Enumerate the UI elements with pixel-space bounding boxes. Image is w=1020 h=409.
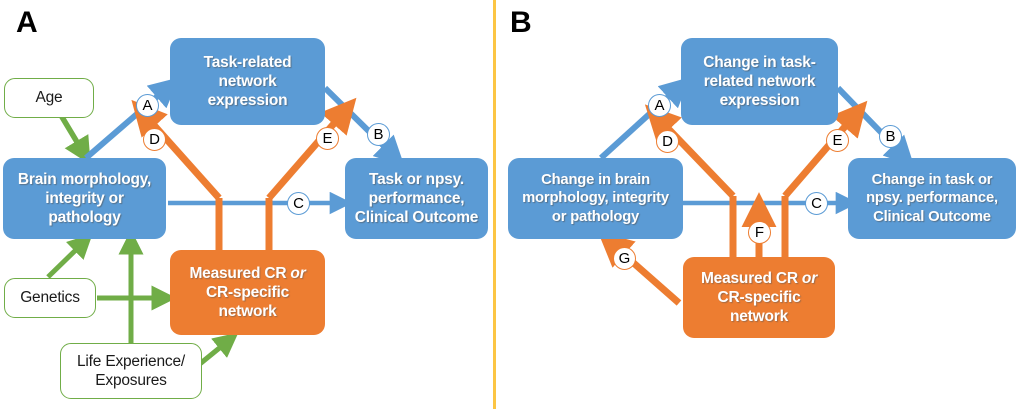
node-b-cr-line2: CR-specific [717, 288, 801, 306]
edge-badge-b-d-label: D [662, 133, 673, 150]
panel-a-letter: A [16, 6, 38, 39]
edge-badge-a-a[interactable]: A [136, 94, 159, 117]
edge-badge-b-a[interactable]: A [648, 94, 671, 117]
edge-badge-b-f[interactable]: F [748, 221, 771, 244]
edge-badge-a-e-label: E [322, 130, 333, 147]
node-a-cr-line2: CR-specific [205, 283, 290, 301]
node-a-task-network-line2: network [218, 72, 277, 90]
node-b-outcome-line1: Change in task or [871, 171, 993, 188]
node-b-brain-line3: or pathology [551, 208, 640, 225]
edge-badge-b-d[interactable]: D [656, 130, 679, 153]
node-b-brain-line1: Change in brain [541, 171, 650, 188]
panel-b-letter: B [510, 6, 532, 39]
node-life-line1: Life Experience/ [77, 352, 185, 370]
edge-badge-b-e[interactable]: E [826, 129, 849, 152]
node-a-cr-line1: Measured CR or [189, 264, 305, 283]
node-a-cr-line1-or: or [290, 264, 306, 282]
node-a-cr-line3: network [218, 303, 277, 321]
node-a-cr-line1-text: Measured CR [189, 264, 291, 282]
arrow-genetics-to-brain [46, 233, 93, 279]
node-b-outcome[interactable]: Change in task or npsy. performance, Cli… [848, 158, 1016, 239]
edge-badge-a-c[interactable]: C [287, 192, 310, 215]
node-genetics[interactable]: Genetics [4, 278, 96, 318]
node-age[interactable]: Age [4, 78, 94, 118]
arrow-b-e-cr-to-b [782, 100, 868, 199]
node-a-outcome[interactable]: Task or npsy. performance, Clinical Outc… [345, 158, 488, 239]
node-a-brain-line1: Brain morphology, [17, 170, 152, 188]
node-a-outcome-line2: performance, [368, 189, 465, 207]
edge-badge-b-e-label: E [832, 132, 843, 149]
node-a-task-network-line3: expression [207, 92, 288, 110]
node-b-outcome-line3: Clinical Outcome [873, 208, 991, 225]
node-a-outcome-line3: Clinical Outcome [354, 209, 479, 227]
edge-badge-a-b-label: B [373, 126, 384, 143]
node-b-measured-cr[interactable]: Measured CR or CR-specific network [683, 257, 835, 338]
edge-badge-b-g[interactable]: G [613, 247, 636, 270]
node-b-task-network-line2: related network [703, 72, 816, 90]
node-a-task-network-line1: Task-related [203, 53, 292, 71]
edge-badge-a-b[interactable]: B [367, 123, 390, 146]
edge-badge-a-a-label: A [142, 97, 153, 114]
edge-badge-a-e[interactable]: E [316, 127, 339, 150]
edge-badge-b-b-label: B [885, 128, 896, 145]
node-life-line2: Exposures [95, 372, 167, 389]
node-b-task-network-line3: expression [719, 92, 800, 110]
node-b-brain-morphology[interactable]: Change in brain morphology, integrity or… [508, 158, 683, 239]
edge-badge-b-f-label: F [754, 224, 765, 241]
node-a-task-network[interactable]: Task-related network expression [170, 38, 325, 125]
panel-divider [493, 0, 496, 409]
node-b-cr-line1-text: Measured CR [700, 269, 802, 287]
node-b-cr-line1: Measured CR or [701, 269, 817, 288]
node-genetics-label: Genetics [20, 289, 80, 307]
node-life-experience[interactable]: Life Experience/ Exposures [60, 343, 202, 399]
node-b-brain-line2: morphology, integrity [522, 190, 669, 207]
node-a-measured-cr[interactable]: Measured CR or CR-specific network [170, 250, 325, 335]
node-b-outcome-line2: npsy. performance, [866, 190, 998, 207]
edge-badge-b-c-label: C [811, 195, 822, 212]
edge-badge-b-g-label: G [618, 250, 631, 267]
edge-badge-b-a-label: A [654, 97, 665, 114]
node-b-task-network-line1: Change in task- [703, 53, 816, 71]
node-a-brain-line3: pathology [48, 209, 121, 227]
edge-badge-b-c[interactable]: C [805, 192, 828, 215]
node-a-brain-line2: integrity or [45, 189, 124, 207]
edge-badge-b-b[interactable]: B [879, 125, 902, 148]
node-b-task-network[interactable]: Change in task- related network expressi… [681, 38, 838, 125]
node-b-cr-line3: network [729, 308, 789, 326]
node-b-cr-line1-or: or [801, 269, 818, 287]
node-a-brain-morphology[interactable]: Brain morphology, integrity or pathology [3, 158, 166, 239]
edge-badge-a-d-label: D [149, 131, 160, 148]
node-a-outcome-line1: Task or npsy. [368, 170, 465, 188]
edge-badge-a-d[interactable]: D [143, 128, 166, 151]
arrow-e-cr-to-b [266, 97, 357, 201]
node-age-label: Age [35, 89, 63, 107]
edge-badge-a-c-label: C [293, 195, 304, 212]
